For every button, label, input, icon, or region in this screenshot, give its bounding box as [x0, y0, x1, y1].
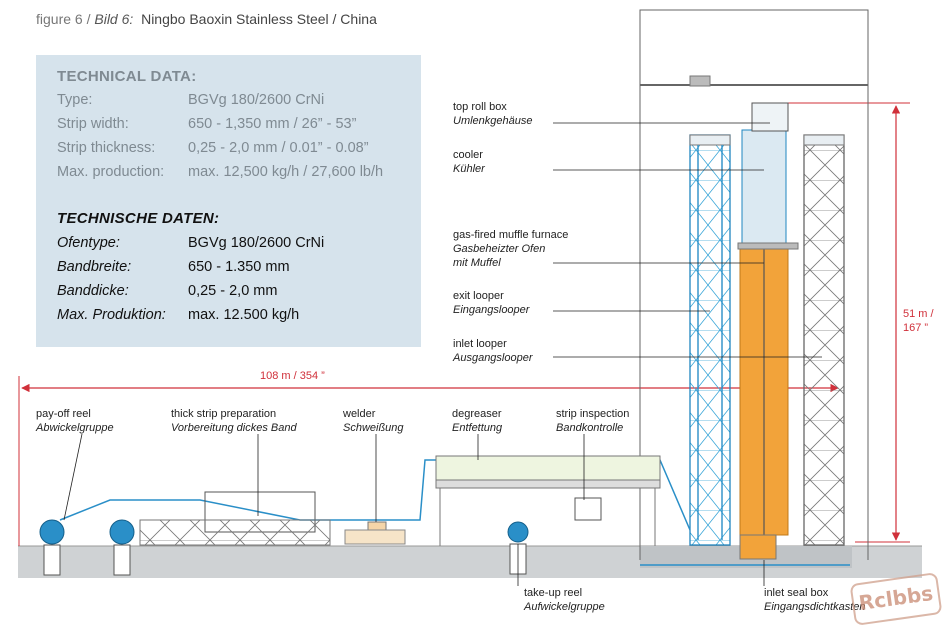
- tech-row-max-produktion: Max. Produktion: max. 12.500 kg/h: [57, 307, 299, 323]
- tech-value: max. 12.500 kg/h: [188, 307, 300, 323]
- takeup-reel: [507, 521, 529, 543]
- degreaser-tanks: [435, 455, 661, 481]
- tech-value: BGVg 180/2600 CrNi: [188, 235, 325, 251]
- callout-de: Entfettung: [452, 422, 503, 434]
- callout-en: welder: [343, 408, 376, 420]
- callout-en: inlet looper: [453, 338, 507, 350]
- payoff-reel-2: [109, 519, 135, 545]
- callout-de: Eingangsdichtkasten: [764, 601, 866, 613]
- callout-en: degreaser: [452, 408, 502, 420]
- tech-label: Strip thickness:: [57, 140, 156, 156]
- tech-row-ofentype: Ofentype: BGVg 180/2600 CrNi: [57, 235, 324, 251]
- inlet-looper-tower: [803, 134, 845, 546]
- callout-de: Schweißung: [343, 422, 404, 434]
- technical-data-panel: TECHNICAL DATA: Type: BGVg 180/2600 CrNi…: [36, 55, 421, 347]
- tech-label: Bandbreite:: [57, 259, 132, 275]
- callout-en: exit looper: [453, 290, 504, 302]
- tech-label: Ofentype:: [57, 235, 120, 251]
- callout-inlet-seal-box: inlet seal box Eingangsdichtkasten: [764, 586, 866, 614]
- callout-de-2: mit Muffel: [453, 257, 501, 269]
- callout-de: Kühler: [453, 163, 485, 175]
- callout-de: Bandkontrolle: [556, 422, 624, 434]
- inspection-booth: [574, 497, 602, 521]
- callout-top-roll-box: top roll box Umlenkgehäuse: [453, 100, 533, 128]
- figure-separator: /: [86, 11, 91, 27]
- tech-row-strip-thickness: Strip thickness: 0,25 - 2,0 mm / 0.01” -…: [57, 140, 369, 156]
- callout-strip-inspection: strip inspection Bandkontrolle: [556, 407, 629, 435]
- tech-value: 0,25 - 2,0 mm: [188, 283, 278, 299]
- furnace-platform: [737, 242, 799, 250]
- callout-inlet-looper: inlet looper Ausgangslooper: [453, 337, 533, 365]
- height-dimension-label-2: 167 ”: [903, 322, 929, 334]
- height-dimension-label-1: 51 m /: [903, 308, 934, 320]
- tech-label: Max. Produktion:: [57, 307, 166, 323]
- exit-looper-top: [689, 134, 731, 146]
- callout-exit-looper: exit looper Eingangslooper: [453, 289, 529, 317]
- callout-de: Eingangslooper: [453, 304, 530, 316]
- payoff-stand-1: [43, 544, 61, 576]
- tech-label: Strip width:: [57, 116, 129, 132]
- tech-value: BGVg 180/2600 CrNi: [188, 92, 325, 108]
- tech-row-strip-width: Strip width: 650 - 1,350 mm / 26” - 53”: [57, 116, 356, 132]
- tech-value: 0,25 - 2,0 mm / 0.01” - 0.08”: [188, 140, 369, 156]
- inlet-seal-box: [739, 534, 777, 560]
- inlet-looper-top: [803, 134, 845, 146]
- top-roll-box: [751, 102, 789, 132]
- callout-en: cooler: [453, 149, 483, 161]
- tech-value: max. 12,500 kg/h / 27,600 lb/h: [188, 164, 384, 180]
- callout-payoff-reel: pay-off reel Abwickelgruppe: [36, 407, 114, 435]
- figure-title: figure 6 / Bild 6: Ningbo Baoxin Stainle…: [36, 11, 377, 27]
- payoff-stand-2: [113, 544, 131, 576]
- tech-label: Max. production:: [57, 164, 165, 180]
- tech-label: Banddicke:: [57, 283, 129, 299]
- callout-en: inlet seal box: [764, 587, 829, 599]
- tech-row-type: Type: BGVg 180/2600 CrNi: [57, 92, 324, 108]
- callout-furnace: gas-fired muffle furnace Gasbeheizter Of…: [453, 228, 568, 270]
- prep-machines: [139, 519, 331, 546]
- tech-value: 650 - 1.350 mm: [188, 259, 290, 275]
- tech-row-bandbreite: Bandbreite: 650 - 1.350 mm: [57, 259, 290, 275]
- technische-daten-heading: TECHNISCHE DATEN:: [57, 210, 220, 227]
- callout-en: strip inspection: [556, 408, 630, 420]
- tech-row-max-production: Max. production: max. 12,500 kg/h / 27,6…: [57, 164, 383, 180]
- callout-en: top roll box: [453, 101, 507, 113]
- payoff-reel-1: [39, 519, 65, 545]
- callout-welder: welder Schweißung: [343, 407, 404, 435]
- exit-looper-tower: [689, 134, 731, 546]
- figure-bild: Bild 6:: [94, 11, 134, 27]
- callout-de: Vorbereitung dickes Band: [171, 422, 297, 434]
- callout-de: Umlenkgehäuse: [453, 115, 533, 127]
- callout-cooler: cooler Kühler: [453, 148, 485, 176]
- callout-thick-strip: thick strip preparation Vorbereitung dic…: [171, 407, 297, 435]
- callout-de: Abwickelgruppe: [36, 422, 114, 434]
- figure-number: figure 6: [36, 11, 83, 27]
- cooler-section: [741, 129, 787, 246]
- technical-data-heading: TECHNICAL DATA:: [57, 68, 197, 85]
- callout-en: take-up reel: [524, 587, 583, 599]
- callout-degreaser: degreaser Entfettung: [452, 407, 502, 435]
- callout-en: thick strip preparation: [171, 408, 277, 420]
- tech-row-banddicke: Banddicke: 0,25 - 2,0 mm: [57, 283, 277, 299]
- callout-takeup-reel: take-up reel Aufwickelgruppe: [524, 586, 605, 614]
- callout-de: Ausgangslooper: [453, 352, 533, 364]
- degreaser-platform: [435, 479, 661, 489]
- length-dimension-label: 108 m / 354 ”: [260, 370, 325, 382]
- callout-de: Aufwickelgruppe: [524, 601, 605, 613]
- callout-en: pay-off reel: [36, 408, 91, 420]
- callout-en: gas-fired muffle furnace: [453, 229, 569, 241]
- welder-unit-2: [344, 529, 406, 545]
- tech-value: 650 - 1,350 mm / 26” - 53”: [188, 116, 357, 132]
- tower-hall-upper: [639, 9, 869, 86]
- callout-de: Gasbeheizter Ofen: [453, 243, 546, 255]
- leader-payoff: [63, 433, 83, 521]
- figure-caption: Ningbo Baoxin Stainless Steel / China: [141, 11, 377, 27]
- crane: [689, 75, 711, 87]
- tech-label: Type:: [57, 92, 93, 108]
